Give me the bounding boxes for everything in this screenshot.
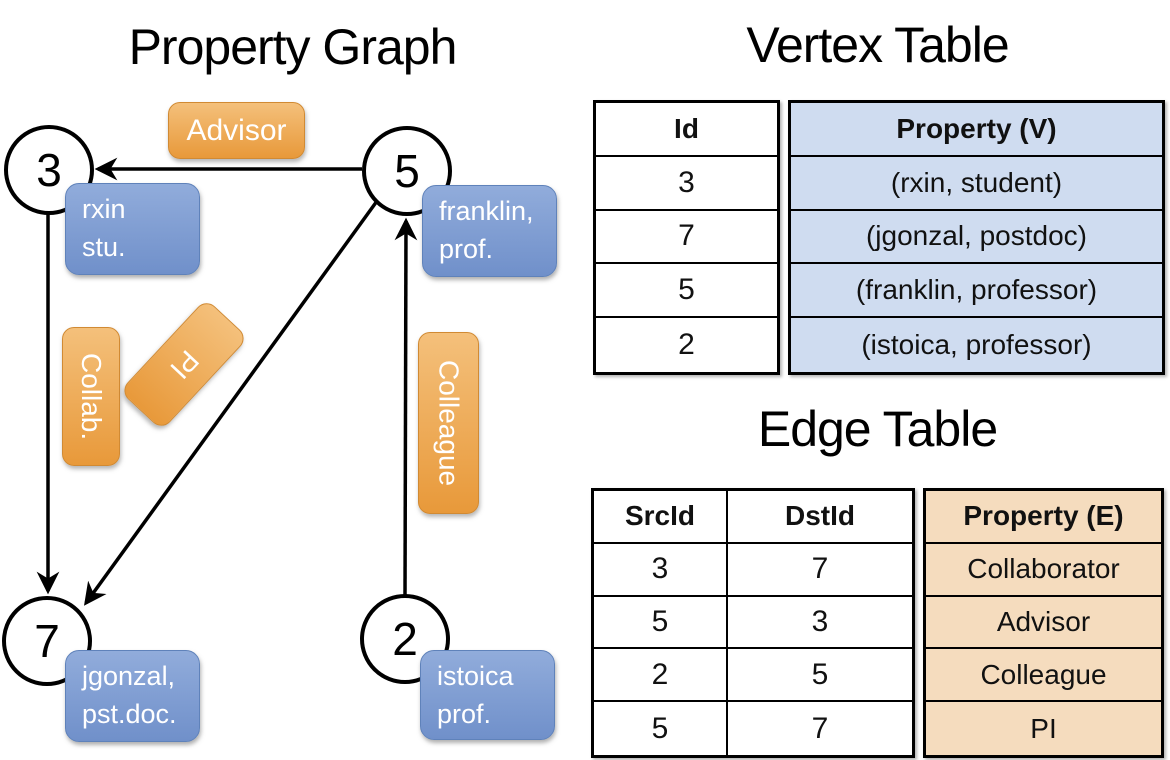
edge-line-colleague [394,217,418,597]
edge-table-property-cell: Advisor [926,597,1161,650]
vertex-property-line: prof. [439,234,494,264]
edge-table-srcid-cell: 2 [594,649,728,703]
edge-line-pi [83,199,379,606]
edge-table-property-cell: Collaborator [926,544,1161,597]
vertex-property-box-2: istoica prof. [420,650,555,740]
vertex-table-property-cell: (rxin, student) [791,157,1162,211]
vertex-table-property-cell: (franklin, professor) [791,264,1162,319]
node-id: 5 [394,145,420,197]
vertex-property-line: franklin, [439,196,534,226]
vertex-property-line: pst.doc. [82,699,177,729]
vertex-property-box-5: franklin, prof. [422,185,557,277]
edge-table-dstid-cell: 3 [728,597,912,650]
edge-table-dstid-cell: 5 [728,649,912,703]
node-id: 3 [36,144,62,196]
edge-table-property-cell: PI [1030,712,1057,744]
edge-table-dstid-cell: 7 [811,711,829,745]
edge-label-collab: Collab. [62,327,120,466]
graph-edges [36,157,418,606]
vertex-table-property-header: Property (V) [791,103,1162,157]
edge-table-property-column: Property (E) Collaborator Advisor Collea… [923,488,1164,758]
edge-table-id-columns: SrcId DstId 3 7 5 3 2 5 5 7 [591,488,915,758]
edge-label-advisor: Advisor [168,102,305,159]
edge-table-srcid-cell: 5 [594,702,728,755]
vertex-property-box-7: jgonzal, pst.doc. [65,650,200,742]
graph-node-5: 5 [362,126,452,216]
edge-table-srcid-header: SrcId [594,491,728,544]
edge-table-title: Edge Table [757,401,998,457]
vertex-property-line: istoica [437,661,514,691]
vertex-table-id-cell: 3 [596,157,777,211]
vertex-property-line: stu. [82,232,126,262]
vertex-table-property-cell: (istoica, professor) [861,329,1092,361]
node-id: 7 [34,615,60,667]
edge-label-colleague: Colleague [418,332,479,514]
edge-table-srcid-cell: 5 [594,596,728,650]
vertex-table-id-column: Id 3 7 5 2 [593,100,780,375]
vertex-table-id-header: Id [596,103,777,157]
edge-table-property-cell: Colleague [926,649,1161,703]
vertex-table-title: Vertex Table [746,17,1009,73]
edge-table-dstid-header: DstId [728,491,912,544]
graph-node-2: 2 [360,594,450,684]
vertex-table-id-cell: 7 [596,211,777,265]
vertex-table-id-cell: 2 [678,328,695,362]
vertex-table-property-column: Property (V) (rxin, student) (jgonzal, p… [788,100,1165,375]
edge-table-srcid-cell: 3 [594,543,728,597]
vertex-property-line: jgonzal, [82,661,176,691]
edge-table-dstid-cell: 7 [728,544,912,597]
node-id: 2 [392,613,418,665]
edge-table-property-header: Property (E) [926,491,1161,544]
graph-title: Property Graph [128,19,458,75]
vertex-table-id-cell: 5 [596,264,777,319]
vertex-property-line: rxin [82,194,126,224]
vertex-property-box-3: rxin stu. [65,183,200,275]
vertex-property-line: prof. [437,699,492,729]
vertex-table-property-cell: (jgonzal, postdoc) [791,211,1162,265]
